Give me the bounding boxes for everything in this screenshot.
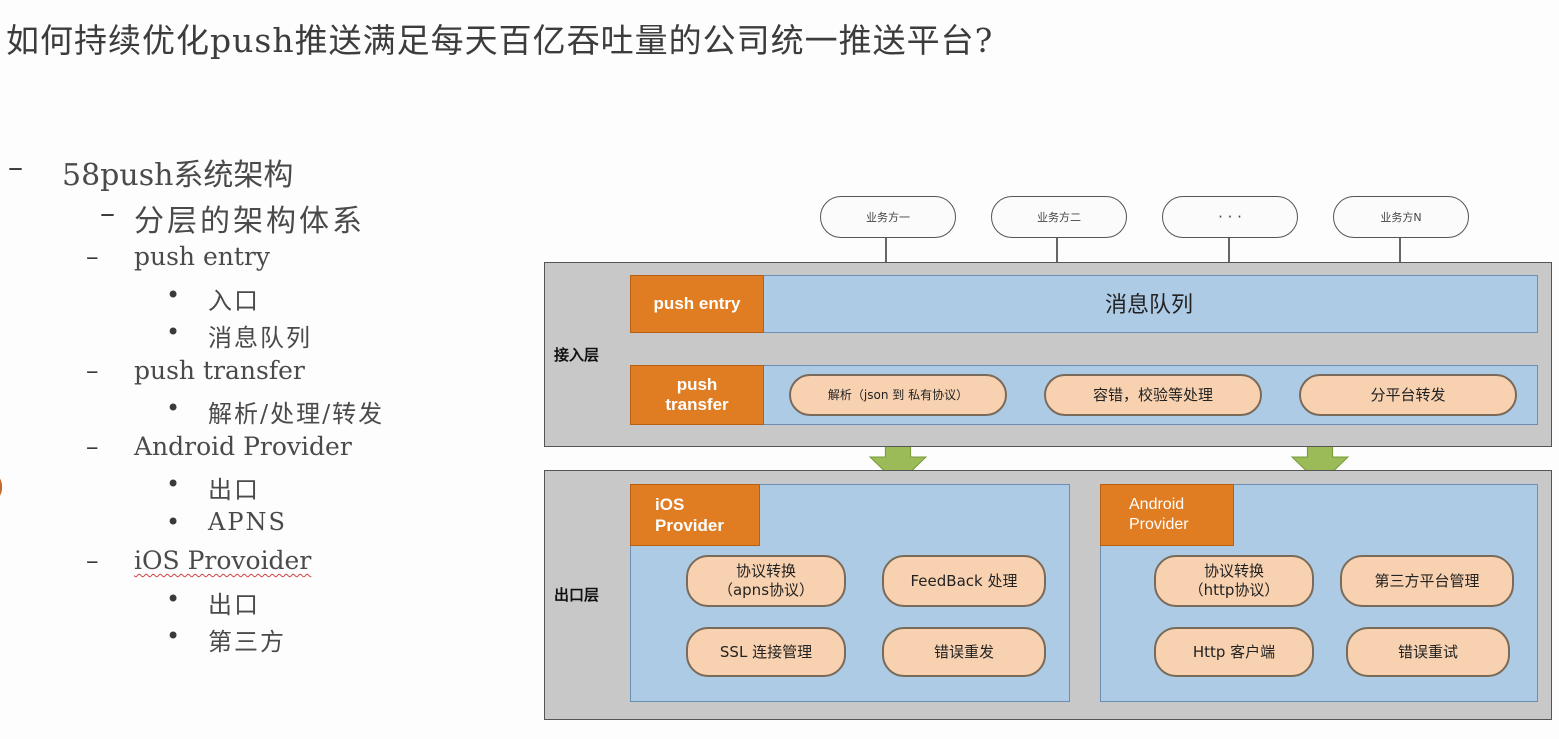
outline-item: push entry bbox=[134, 242, 270, 271]
margin-mark: ) bbox=[0, 472, 4, 502]
outline-marker: • bbox=[166, 318, 183, 346]
caller-n: 业务方N bbox=[1333, 196, 1469, 238]
outline-item: 第三方 bbox=[208, 628, 286, 656]
caller-1: 业务方一 bbox=[820, 196, 956, 238]
exit-layer-label: 出口层 bbox=[554, 586, 600, 604]
ios-provider-title: iOS Provider bbox=[630, 484, 760, 546]
outline-item: iOS Provoider bbox=[134, 546, 312, 575]
ios-chip-feedback: FeedBack 处理 bbox=[882, 555, 1046, 607]
slide-title: 如何持续优化push推送满足每天百亿吞吐量的公司统一推送平台? bbox=[6, 21, 994, 60]
outline-marker: • bbox=[166, 508, 183, 536]
outline-item: Android Provider bbox=[134, 432, 352, 461]
queue-bar bbox=[762, 275, 1538, 333]
outline-list: –58push系统架构–分层的架构体系–push entry•入口•消息队列–p… bbox=[0, 0, 520, 739]
outline-item: 消息队列 bbox=[208, 324, 312, 352]
outline-marker: – bbox=[86, 356, 99, 385]
android-provider-title: Android Provider bbox=[1100, 484, 1234, 546]
queue-label: 消息队列 bbox=[1104, 293, 1193, 318]
outline-marker: • bbox=[166, 281, 183, 309]
android-chip-third-party: 第三方平台管理 bbox=[1340, 555, 1514, 607]
outline-item: 出口 bbox=[208, 476, 260, 504]
step-dispatch: 分平台转发 bbox=[1299, 374, 1517, 416]
step-validate: 容错，校验等处理 bbox=[1044, 374, 1262, 416]
outline-marker: • bbox=[166, 470, 183, 498]
outline-marker: • bbox=[166, 622, 183, 650]
ios-chip-resend: 错误重发 bbox=[882, 627, 1046, 677]
outline-item: 分层的架构体系 bbox=[134, 204, 365, 239]
android-chip-protocol: 协议转换 （http协议） bbox=[1154, 555, 1314, 607]
android-chip-http-client: Http 客户端 bbox=[1154, 627, 1314, 677]
outline-marker: – bbox=[86, 242, 99, 271]
push-entry-box: push entry bbox=[630, 275, 764, 333]
outline-marker: – bbox=[86, 432, 99, 461]
outline-item: 出口 bbox=[208, 591, 260, 619]
ios-chip-protocol: 协议转换 （apns协议） bbox=[686, 555, 846, 607]
android-chip-retry: 错误重试 bbox=[1346, 627, 1510, 677]
step-parse: 解析（json 到 私有协议） bbox=[789, 374, 1007, 416]
outline-item: 58push系统架构 bbox=[62, 158, 294, 193]
push-transfer-box: push transfer bbox=[630, 365, 764, 425]
outline-marker: • bbox=[166, 394, 183, 422]
outline-item: APNS bbox=[208, 508, 287, 536]
ios-chip-ssl: SSL 连接管理 bbox=[686, 627, 846, 677]
outline-marker: – bbox=[100, 196, 118, 231]
outline-marker: • bbox=[166, 585, 183, 613]
access-layer-label: 接入层 bbox=[554, 346, 600, 364]
outline-item: 入口 bbox=[208, 287, 260, 315]
caller-ellipsis: · · · bbox=[1162, 196, 1298, 238]
outline-item: push transfer bbox=[134, 356, 305, 385]
outline-marker: – bbox=[86, 546, 99, 575]
caller-2: 业务方二 bbox=[991, 196, 1127, 238]
outline-marker: – bbox=[8, 150, 23, 185]
outline-item: 解析/处理/转发 bbox=[208, 400, 385, 428]
